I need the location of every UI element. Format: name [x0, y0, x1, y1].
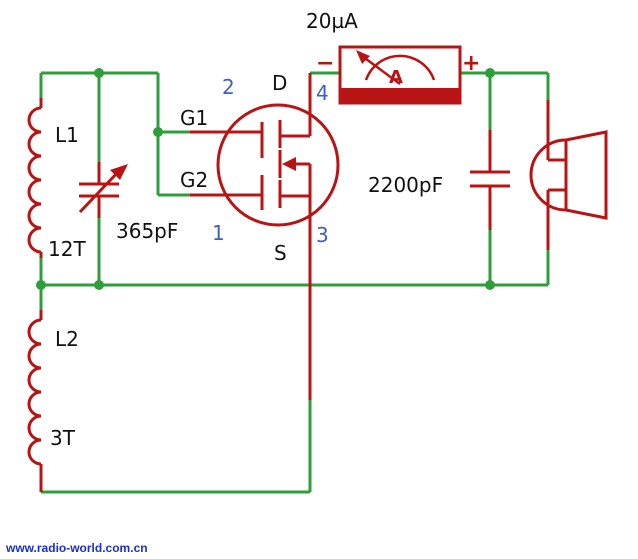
- junction-dot: [36, 280, 46, 290]
- variable-capacitor: [78, 162, 128, 218]
- ammeter: [338, 45, 462, 105]
- label-meter-plus: +: [462, 51, 480, 76]
- label-drain: D: [272, 71, 287, 95]
- mosfet-envelope: [216, 103, 340, 227]
- watermark-url: www.radio-world.com.cn: [5, 541, 148, 555]
- junction-dot: [153, 127, 163, 137]
- label-gate2: G2: [180, 168, 208, 192]
- junction-dot: [94, 280, 104, 290]
- label-meter-minus: −: [316, 51, 334, 76]
- label-cap: 2200pF: [368, 173, 443, 197]
- meter-needle: [361, 54, 401, 86]
- label-l2-turns: 3T: [50, 426, 76, 450]
- pin-number-gate2: 1: [212, 221, 225, 245]
- junction-dot: [485, 280, 495, 290]
- label-l2: L2: [55, 327, 79, 351]
- pin-number-gate1: 2: [222, 75, 235, 99]
- pin-number-drain: 4: [316, 81, 329, 105]
- label-gate1: G1: [180, 106, 208, 130]
- meter-scale-arc: [364, 54, 436, 81]
- dual-gate-mosfet: [190, 73, 340, 400]
- label-source: S: [274, 241, 287, 265]
- pin-number-source: 3: [316, 223, 329, 247]
- capacitor-fixed: [470, 130, 510, 230]
- junctions: [36, 68, 495, 290]
- inductor-l2: [27, 310, 43, 492]
- label-var-cap: 365pF: [116, 219, 178, 243]
- label-l1-turns: 12T: [48, 237, 86, 261]
- junction-dot: [94, 68, 104, 78]
- label-l1: L1: [55, 123, 79, 147]
- label-meter-symbol: A: [389, 67, 403, 88]
- inductor-l1: [27, 98, 43, 258]
- label-meter-value: 20µA: [306, 9, 358, 33]
- speaker-icon: [529, 100, 608, 250]
- junction-dot: [485, 68, 495, 78]
